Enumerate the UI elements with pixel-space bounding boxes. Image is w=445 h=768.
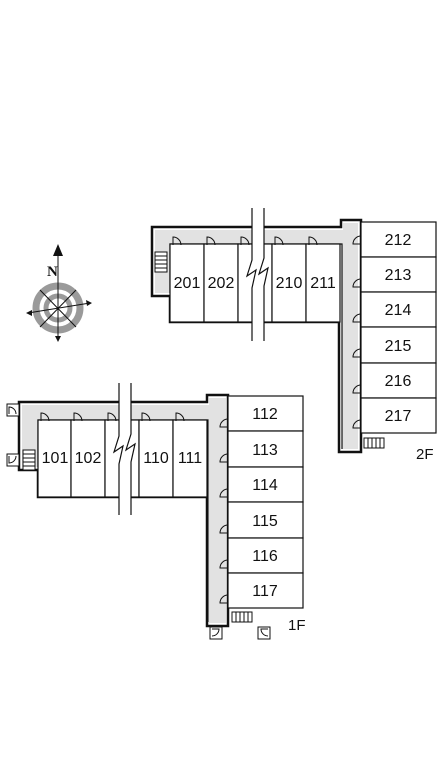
unit-number: 111 xyxy=(178,450,202,467)
compass-north-label: N xyxy=(47,264,58,280)
unit-210[interactable]: 210 xyxy=(271,243,307,323)
unit-number: 216 xyxy=(385,373,412,390)
unit-number: 210 xyxy=(276,275,303,292)
unit-117[interactable]: 117 xyxy=(227,572,304,609)
unit-number: 217 xyxy=(385,408,412,425)
entrance-door-icon xyxy=(6,453,20,467)
unit-101[interactable]: 101 xyxy=(37,419,72,498)
door-icons-1f-east xyxy=(219,418,229,604)
unit-number: 214 xyxy=(385,302,412,319)
unit-number: 201 xyxy=(174,275,201,292)
unit-212[interactable]: 212 xyxy=(360,221,437,258)
unit-number: 211 xyxy=(310,275,336,292)
floor-2f: 201 202 210 211 212 xyxy=(150,208,437,463)
stairs-icon xyxy=(231,611,253,623)
floor-1f: 101 102 110 111 112 1 xyxy=(6,383,306,640)
door-icons-2f-west xyxy=(172,236,318,246)
unit-number: 202 xyxy=(208,275,235,292)
unit-number: 215 xyxy=(385,338,412,355)
unit-116[interactable]: 116 xyxy=(227,537,304,574)
unit-111[interactable]: 111 xyxy=(172,419,208,498)
stairs-icon xyxy=(22,449,36,471)
unit-217[interactable]: 217 xyxy=(360,397,437,434)
unit-214[interactable]: 214 xyxy=(360,291,437,328)
break-symbol xyxy=(245,208,269,341)
stairs-icon xyxy=(154,251,168,273)
unit-213[interactable]: 213 xyxy=(360,256,437,293)
unit-215[interactable]: 215 xyxy=(360,326,437,364)
unit-112[interactable]: 112 xyxy=(227,395,304,432)
entrance-door-icon xyxy=(6,403,20,417)
unit-114[interactable]: 114 xyxy=(227,466,304,503)
entrance-door-icon xyxy=(209,626,223,640)
unit-number: 102 xyxy=(75,450,102,467)
entrance-door-icon xyxy=(257,626,271,640)
unit-110[interactable]: 110 xyxy=(138,419,174,498)
unit-number: 116 xyxy=(252,548,278,565)
floor-label-1f: 1F xyxy=(288,617,306,634)
door-icons-1f-west xyxy=(40,412,185,422)
unit-number: 114 xyxy=(252,477,278,494)
unit-number: 101 xyxy=(42,450,69,467)
unit-201[interactable]: 201 xyxy=(169,243,205,323)
unit-number: 110 xyxy=(143,450,169,467)
unit-number: 212 xyxy=(385,232,412,249)
unit-115[interactable]: 115 xyxy=(227,501,304,539)
unit-number: 113 xyxy=(252,442,278,459)
unit-number: 117 xyxy=(252,583,278,600)
unit-number: 213 xyxy=(385,267,412,284)
break-symbol xyxy=(112,383,136,515)
unit-number: 112 xyxy=(252,406,278,423)
compass-icon: N xyxy=(26,244,92,342)
stairs-icon xyxy=(363,437,385,449)
unit-number: 115 xyxy=(252,513,278,530)
unit-211[interactable]: 211 xyxy=(305,243,341,323)
unit-216[interactable]: 216 xyxy=(360,362,437,399)
unit-202[interactable]: 202 xyxy=(203,243,239,323)
door-icons-2f-east xyxy=(352,235,362,429)
unit-113[interactable]: 113 xyxy=(227,430,304,468)
floor-label-2f: 2F xyxy=(416,446,434,463)
unit-102[interactable]: 102 xyxy=(70,419,106,498)
